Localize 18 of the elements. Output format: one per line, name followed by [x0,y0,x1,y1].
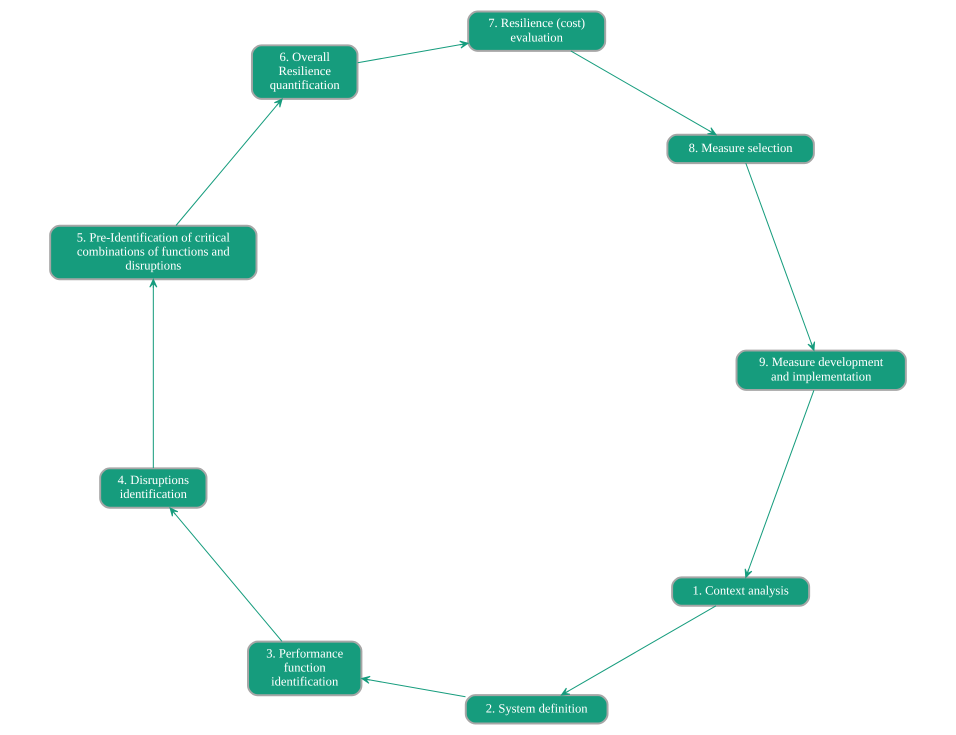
node-box: 9. Measure development and implementation [736,350,907,391]
node-box: 2. System definition [464,694,609,724]
arrow [744,390,814,578]
node-box: 4. Disruptions identification [99,467,208,509]
arrow [745,162,816,351]
node-box: 5. Pre-Identification of critical combinations of functions and disruptions [49,224,258,280]
arrow [176,98,283,226]
node-box: 7. Resilience (cost) evaluation [467,10,606,52]
node-box: 3. Performance function identification [247,640,362,696]
arrow [361,676,466,698]
node-box: 6. Overall Resilience quantification [250,44,358,100]
arrow [149,278,158,468]
node-box: 8. Measure selection [666,134,815,164]
arrow [560,605,716,696]
arrow [358,40,469,64]
arrow [170,507,282,642]
arrow [570,50,717,136]
node-box: 1. Context analysis [671,576,810,607]
